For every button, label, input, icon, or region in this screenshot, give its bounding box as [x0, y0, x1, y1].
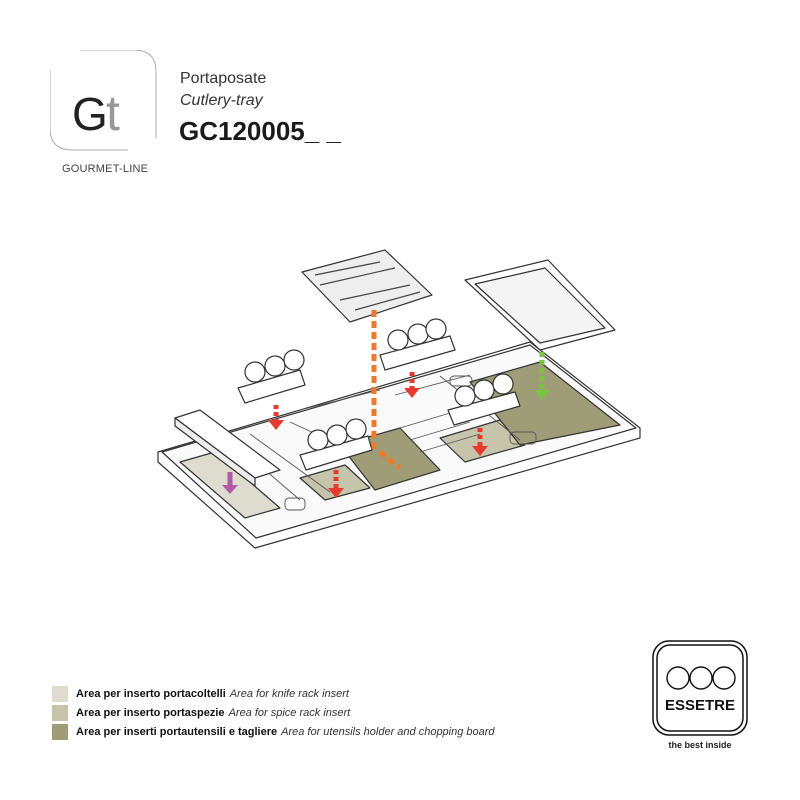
legend-label-it: Area per inserto portaspezie: [76, 707, 225, 719]
spice-rack-insert: [447, 373, 521, 426]
legend-label-en: Area for knife rack insert: [229, 688, 349, 700]
legend-item-spice-area: Area per inserto portaspezie Area for sp…: [52, 705, 350, 721]
spice-rack-insert: [379, 318, 456, 371]
legend-label-it: Area per inserti portautensili e taglier…: [76, 726, 278, 738]
essetre-logo: ESSETRE: [652, 640, 748, 736]
legend-swatch: [52, 724, 68, 740]
legend-label-en: Area for utensils holder and chopping bo…: [281, 726, 495, 738]
product-name-english: Cutlery-tray: [180, 92, 263, 109]
spice-area-2: [439, 419, 526, 463]
legend-label-it: Area per inserto portacoltelli: [76, 688, 226, 700]
legend-swatch: [52, 686, 68, 702]
legend-swatch: [52, 705, 68, 721]
legend-item-utensil-area: Area per inserti portautensili e taglier…: [52, 724, 495, 740]
product-name-italian: Portaposate: [180, 70, 267, 87]
svg-text:G: G: [72, 88, 108, 140]
gourmet-line-label: GOURMET-LINE: [62, 163, 149, 175]
legend-label-en: Area for spice rack insert: [228, 707, 351, 719]
spice-rack-insert: [299, 418, 373, 471]
spice-area-1: [299, 464, 371, 501]
gourmet-line-logo: G t: [50, 50, 157, 151]
utensils-holder-insert: [301, 249, 433, 323]
legend-item-knife-area: Area per inserto portacoltelli Area for …: [52, 686, 349, 702]
spice-rack-insert: [237, 349, 306, 404]
product-code: GC120005_ _: [179, 116, 341, 146]
svg-text:ESSETRE: ESSETRE: [665, 697, 735, 714]
essetre-tagline: the best inside: [668, 740, 732, 750]
svg-text:t: t: [106, 85, 120, 141]
